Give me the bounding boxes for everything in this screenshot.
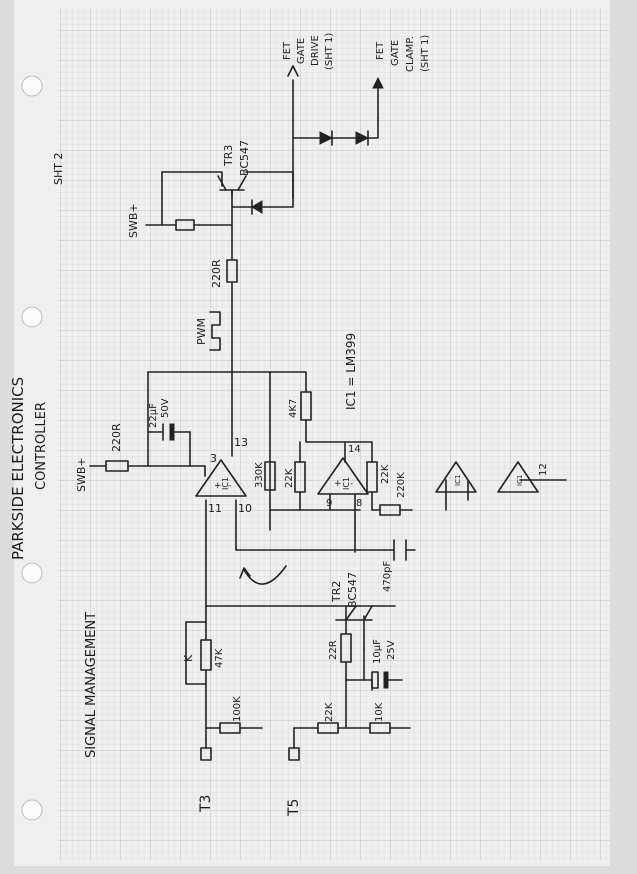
svg-text:+: + xyxy=(214,481,222,491)
pot-k-label: K xyxy=(182,654,195,662)
punch-hole xyxy=(21,562,43,584)
pwm-waveform-icon xyxy=(209,311,221,351)
clamp-line2: GATE xyxy=(390,40,401,66)
drive-line2: GATE xyxy=(296,38,307,64)
opamp-3 xyxy=(435,461,477,493)
resistor-r-in xyxy=(105,460,129,472)
resistor-22k-b xyxy=(366,461,378,493)
grid xyxy=(58,8,610,860)
cap-top-value: 22µF xyxy=(148,403,159,428)
pin-8: 8 xyxy=(356,498,362,509)
tr2-type: BC547 xyxy=(346,572,359,608)
pot-47k-label: 47K xyxy=(214,648,225,668)
supply-label-left: SWB+ xyxy=(75,457,88,492)
r-in-label: 220R xyxy=(110,423,123,452)
resistor-22k-c xyxy=(317,722,339,734)
svg-text:+: + xyxy=(334,479,342,489)
r-base-label: 220R xyxy=(210,259,223,288)
title-line1: PARKSIDE ELECTRONICS xyxy=(9,377,27,560)
punch-hole xyxy=(21,75,43,97)
pwm-label: PWM xyxy=(195,318,208,345)
tr3-type: BC547 xyxy=(238,140,251,176)
arc-arrowhead xyxy=(239,567,251,579)
pin-3: 3 xyxy=(210,452,217,465)
clamp-line3: CLAMP. xyxy=(405,36,416,72)
r-100k-label: 100K xyxy=(232,696,243,722)
opamp-main-label: IC1 xyxy=(221,477,230,490)
drive-line3: DRIVE xyxy=(310,35,321,66)
punch-hole xyxy=(21,799,43,821)
resistor-4k7 xyxy=(300,391,312,421)
sheet-label: SHT 2 xyxy=(52,153,65,185)
drive-arrow xyxy=(287,65,299,77)
punch-hole xyxy=(21,306,43,328)
r-4k7-label: 4K7 xyxy=(288,399,299,418)
pin-12: 12 xyxy=(538,463,549,476)
resistor-10k xyxy=(369,722,391,734)
t5-label: T5 xyxy=(286,799,302,817)
tr3-name: TR3 xyxy=(222,145,235,167)
ic-note: IC1 = LM399 xyxy=(344,333,358,410)
cap-10u-voltage: 25V xyxy=(386,640,397,660)
tr2-name: TR2 xyxy=(330,581,343,603)
section-label: SIGNAL MANAGEMENT xyxy=(84,612,99,758)
resistor-22k-a xyxy=(294,461,306,493)
diode-output-2 xyxy=(355,130,370,146)
opamp-2: + - xyxy=(317,457,369,495)
pot-47k xyxy=(200,639,212,671)
resistor-22r xyxy=(340,633,352,663)
capacitor-22uf xyxy=(162,423,175,441)
resistor-330k xyxy=(264,461,276,491)
supply-label-top: SWB+ xyxy=(127,203,140,238)
pin-10: 10 xyxy=(238,502,252,515)
opamp-4 xyxy=(497,461,539,493)
r-10k-label: 10K xyxy=(374,702,385,722)
resistor-r-base xyxy=(226,259,238,283)
resistor-r-top xyxy=(175,219,195,231)
terminal-t3 xyxy=(200,747,212,761)
clamp-arrow xyxy=(372,76,384,89)
capacitor-470pf xyxy=(393,539,407,561)
opamp-3-label: IC1 xyxy=(454,475,462,486)
r-330k-label: 330K xyxy=(254,462,265,488)
r-22k-a-label: 22K xyxy=(284,468,295,488)
resistor-220k xyxy=(379,504,401,516)
pin-13: 13 xyxy=(234,436,248,449)
wiring xyxy=(89,79,567,749)
pin-11: 11 xyxy=(208,502,222,515)
opamp-2-label: IC1 xyxy=(342,477,351,490)
drive-line1: FET xyxy=(282,41,293,60)
transistor-tr2 xyxy=(335,605,373,621)
r-220k-label: 220K xyxy=(396,472,407,498)
cap-470p-label: 470pF xyxy=(382,561,393,592)
r-22k-c-label: 22K xyxy=(324,702,335,722)
r-22k-b-label: 22K xyxy=(380,464,391,484)
diode-output-1 xyxy=(319,130,334,146)
drive-line4: (SHT 1) xyxy=(324,33,335,70)
pin-14: 14 xyxy=(348,444,361,455)
capacitor-10uf xyxy=(371,671,389,689)
transistor-tr3 xyxy=(217,175,247,197)
r-22r-label: 22R xyxy=(328,640,339,660)
title-line2: CONTROLLER xyxy=(34,402,49,490)
diode-tr3 xyxy=(251,199,263,215)
pin-9: 9 xyxy=(326,498,332,509)
clamp-line4: (SHT 1) xyxy=(420,35,431,72)
clamp-line1: FET xyxy=(375,41,386,60)
terminal-t5 xyxy=(288,747,300,761)
cap-10u-value: 10µF xyxy=(372,639,383,664)
svg-text:-: - xyxy=(228,481,231,491)
opamp-main: + - xyxy=(195,459,247,497)
resistor-100k xyxy=(219,722,241,734)
opamp-4-label: IC1 xyxy=(516,475,524,486)
cap-top-voltage: 50V xyxy=(160,398,171,418)
t3-label: T3 xyxy=(198,795,214,813)
svg-text:-: - xyxy=(350,479,353,489)
